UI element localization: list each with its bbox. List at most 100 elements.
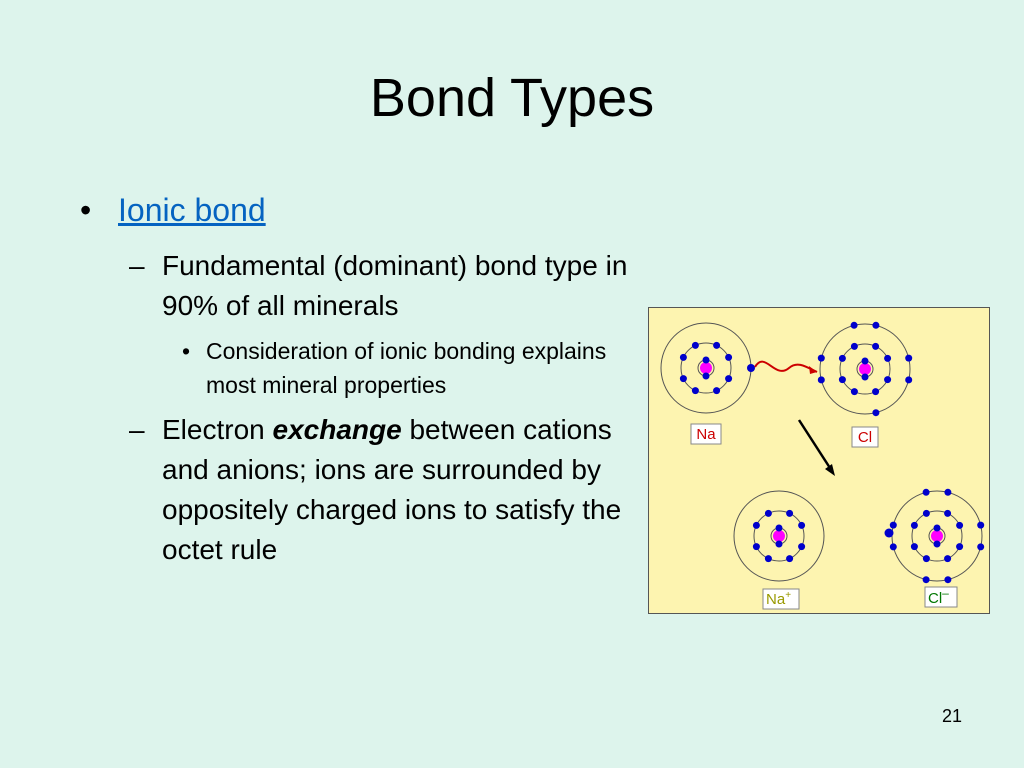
electron xyxy=(838,354,846,362)
bullet-marker: • xyxy=(182,338,191,364)
bullet-marker: • xyxy=(80,192,92,228)
transferred-electron xyxy=(884,528,894,538)
electron xyxy=(861,357,869,365)
electron xyxy=(752,543,760,551)
electron xyxy=(702,356,710,364)
electron xyxy=(775,524,783,532)
electron xyxy=(725,375,733,383)
electron xyxy=(944,555,952,563)
electron xyxy=(786,509,794,517)
electron xyxy=(850,342,858,350)
cl-ion-label-box xyxy=(924,586,958,608)
electron xyxy=(713,341,721,349)
cl-label: Cl xyxy=(858,429,872,446)
electron xyxy=(691,387,699,395)
electron xyxy=(817,354,825,362)
na-ion-charge: + xyxy=(785,590,791,601)
electron xyxy=(944,509,952,517)
electron xyxy=(838,376,846,384)
electron xyxy=(691,341,699,349)
electron xyxy=(764,509,772,517)
ionic-bond-diagram: Na Cl Na+ Cl– xyxy=(648,307,990,614)
cl-ion-charge: – xyxy=(942,586,949,600)
nucleus xyxy=(931,530,943,542)
electron xyxy=(922,509,930,517)
electron xyxy=(679,375,687,383)
cl-label-box xyxy=(851,426,879,448)
electron xyxy=(850,388,858,396)
na-ion-label: Na+ xyxy=(766,590,791,608)
nucleus xyxy=(773,530,785,542)
electron xyxy=(944,576,952,584)
electron-shell xyxy=(753,510,805,562)
electron xyxy=(872,321,880,329)
text-before: Electron xyxy=(162,414,273,445)
electron xyxy=(944,488,952,496)
electron xyxy=(889,543,897,551)
electron xyxy=(817,376,825,384)
electron xyxy=(872,409,880,417)
text-after: between cations and anions; ions are sur… xyxy=(162,414,622,565)
subbullet-electron-exchange-text: Electron exchange between cations and an… xyxy=(162,410,622,570)
cl-ion-symbol: Cl xyxy=(928,590,942,607)
cl-atom xyxy=(817,321,913,417)
electron xyxy=(905,376,913,384)
electron xyxy=(725,353,733,361)
cl-ion xyxy=(889,488,985,584)
electron-shell xyxy=(819,323,911,415)
electron xyxy=(956,521,964,529)
emphasis-exchange: exchange xyxy=(272,414,402,445)
electron xyxy=(747,364,755,372)
subpoint-consideration-text: Consideration of ionic bonding explains … xyxy=(206,338,607,398)
electron xyxy=(798,521,806,529)
electron xyxy=(977,543,985,551)
na-label-box xyxy=(690,423,722,445)
na-atom xyxy=(660,322,755,414)
electron xyxy=(910,521,918,529)
electron xyxy=(872,388,880,396)
electron xyxy=(889,521,897,529)
ionic-bond-diagram-svg: Na Cl Na+ Cl– xyxy=(660,321,985,610)
na-ion-symbol: Na xyxy=(766,591,786,608)
dash-marker: – xyxy=(129,414,145,445)
nucleus xyxy=(700,362,712,374)
subbullet-fundamental-text: Fundamental (dominant) bond type in 90% … xyxy=(162,250,628,321)
cl-ion-label: Cl– xyxy=(928,586,949,607)
electron xyxy=(922,488,930,496)
electron-transfer-arrow xyxy=(754,360,818,373)
electron xyxy=(884,376,892,384)
electron xyxy=(798,543,806,551)
ionic-bond-link[interactable]: Ionic bond xyxy=(118,192,266,228)
electron-shell xyxy=(733,490,825,582)
electron xyxy=(956,543,964,551)
electron xyxy=(910,543,918,551)
electron-shell xyxy=(911,510,963,562)
electron xyxy=(861,373,869,381)
electron-shell xyxy=(680,342,732,394)
page-number: 21 xyxy=(941,706,962,726)
na-ion-label-box xyxy=(762,588,800,610)
electron xyxy=(872,342,880,350)
slide-title: Bond Types xyxy=(369,68,655,128)
atoms-layer xyxy=(660,321,985,584)
dash-marker: – xyxy=(129,250,145,281)
electron xyxy=(922,576,930,584)
electron xyxy=(933,524,941,532)
electron xyxy=(884,354,892,362)
electron xyxy=(679,353,687,361)
electron-transfer-arrowhead xyxy=(809,366,817,374)
nucleus xyxy=(859,363,871,375)
electron xyxy=(850,321,858,329)
electron-shell xyxy=(839,343,891,395)
electron xyxy=(786,555,794,563)
electron xyxy=(775,540,783,548)
electron xyxy=(764,555,772,563)
electron xyxy=(713,387,721,395)
reaction-arrow xyxy=(797,419,832,469)
na-ion xyxy=(733,490,825,582)
electron xyxy=(977,521,985,529)
na-label: Na xyxy=(696,426,716,443)
electron xyxy=(702,372,710,380)
electron xyxy=(922,555,930,563)
